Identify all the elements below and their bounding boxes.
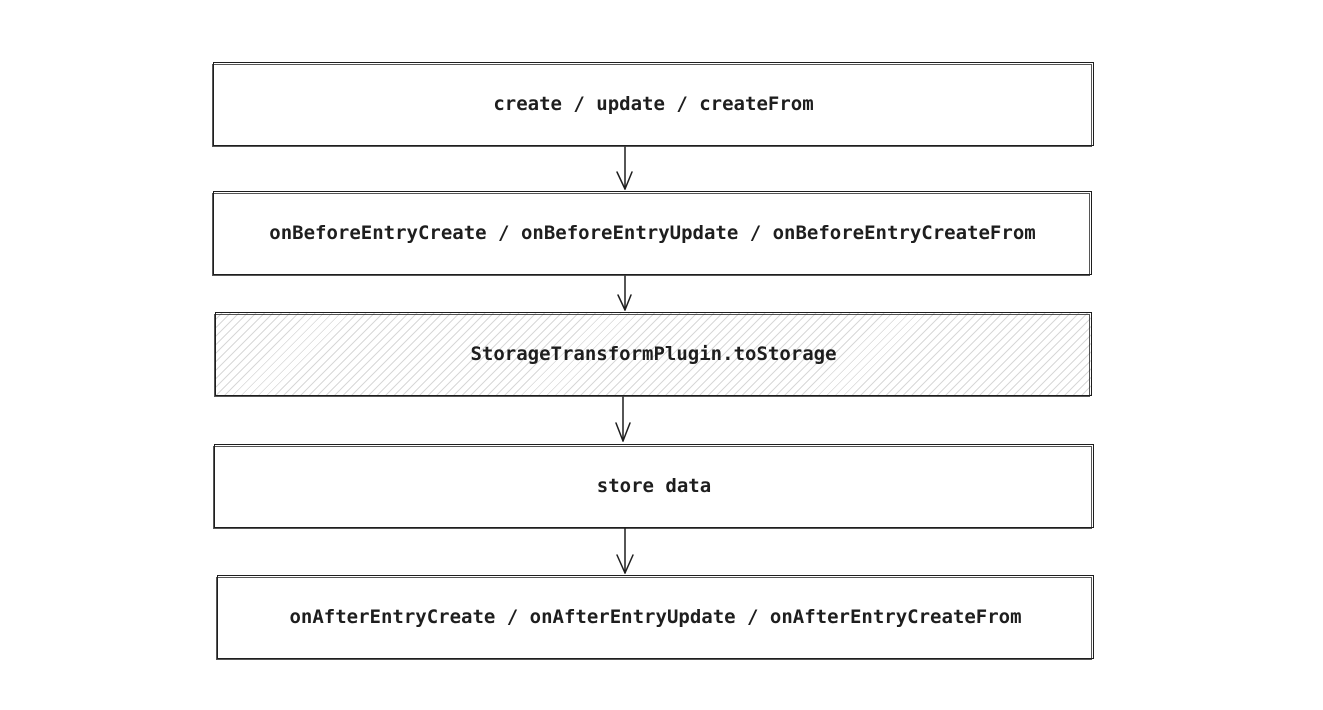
step-label: create / update / createFrom [493, 93, 814, 115]
arrow-1 [616, 146, 633, 190]
step-on-after-entry-hooks: onAfterEntryCreate / onAfterEntryUpdate … [216, 575, 1094, 660]
step-label: StorageTransformPlugin.toStorage [470, 343, 837, 365]
step-label: onBeforeEntryCreate / onBeforeEntryUpdat… [269, 222, 1036, 244]
step-storage-transform-plugin: StorageTransformPlugin.toStorage [214, 312, 1092, 397]
step-on-before-entry-hooks: onBeforeEntryCreate / onBeforeEntryUpdat… [212, 191, 1092, 276]
step-store-data: store data [213, 444, 1094, 529]
step-label: onAfterEntryCreate / onAfterEntryUpdate … [289, 606, 1022, 628]
arrow-2 [617, 275, 632, 311]
arrow-4 [616, 527, 634, 574]
arrow-3 [615, 396, 631, 442]
step-label: store data [596, 475, 712, 497]
step-create-update-createfrom: create / update / createFrom [212, 62, 1094, 147]
